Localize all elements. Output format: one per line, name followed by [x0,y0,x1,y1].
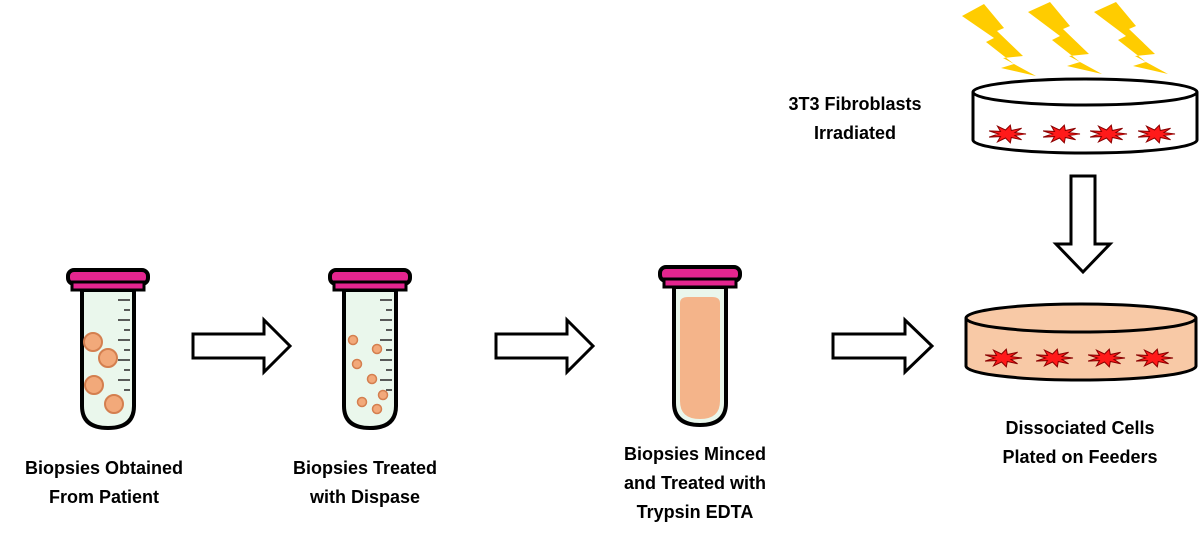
step-label-line: Biopsies Minced [605,440,785,469]
biopsy-piece [373,405,382,414]
step-label-line: Biopsies Treated [280,454,450,483]
biopsy-piece [379,391,388,400]
feeder-label-line: Irradiated [770,119,940,148]
lightning-bolt-icon [962,4,1036,76]
minced-tissue-fill [680,297,720,419]
test-tube-icon-3 [660,267,740,425]
biopsy-piece [84,333,102,351]
biopsy-piece [353,360,362,369]
step-label-line: Trypsin EDTA [605,498,785,527]
lightning-bolt-icon [1094,2,1168,74]
step-label-line: From Patient [14,483,194,512]
step-label-line: and Treated with [605,469,785,498]
step-label-treated-dispase: Biopsies Treated with Dispase [280,454,450,512]
step-label-line: with Dispase [280,483,450,512]
feeder-label-line: 3T3 Fibroblasts [770,90,940,119]
test-tube-icon-2 [330,270,410,428]
petri-dish-icon-feeders [973,79,1197,153]
lightning-bolt-icons [962,2,1168,76]
biopsy-piece [349,336,358,345]
step-label-biopsies-obtained: Biopsies Obtained From Patient [14,454,194,512]
biopsy-piece [99,349,117,367]
lightning-bolt-icon [1028,2,1102,74]
step-label-line: Plated on Feeders [985,443,1175,472]
biopsy-piece [373,345,382,354]
step-label-minced-trypsin: Biopsies Minced and Treated with Trypsin… [605,440,785,527]
right-arrow-icon-2 [496,320,593,372]
petri-dish-icon-plated [966,304,1196,380]
biopsy-piece [105,395,123,413]
right-arrow-icon-1 [193,320,290,372]
right-arrow-icon-3 [833,320,932,372]
biopsy-piece [85,376,103,394]
step-label-line: Biopsies Obtained [14,454,194,483]
biopsy-piece [368,375,377,384]
down-arrow-icon [1056,176,1110,272]
biopsy-piece [358,398,367,407]
step-label-dissociated-cells: Dissociated Cells Plated on Feeders [985,414,1175,472]
feeder-label-irradiated: 3T3 Fibroblasts Irradiated [770,90,940,148]
step-label-line: Dissociated Cells [985,414,1175,443]
